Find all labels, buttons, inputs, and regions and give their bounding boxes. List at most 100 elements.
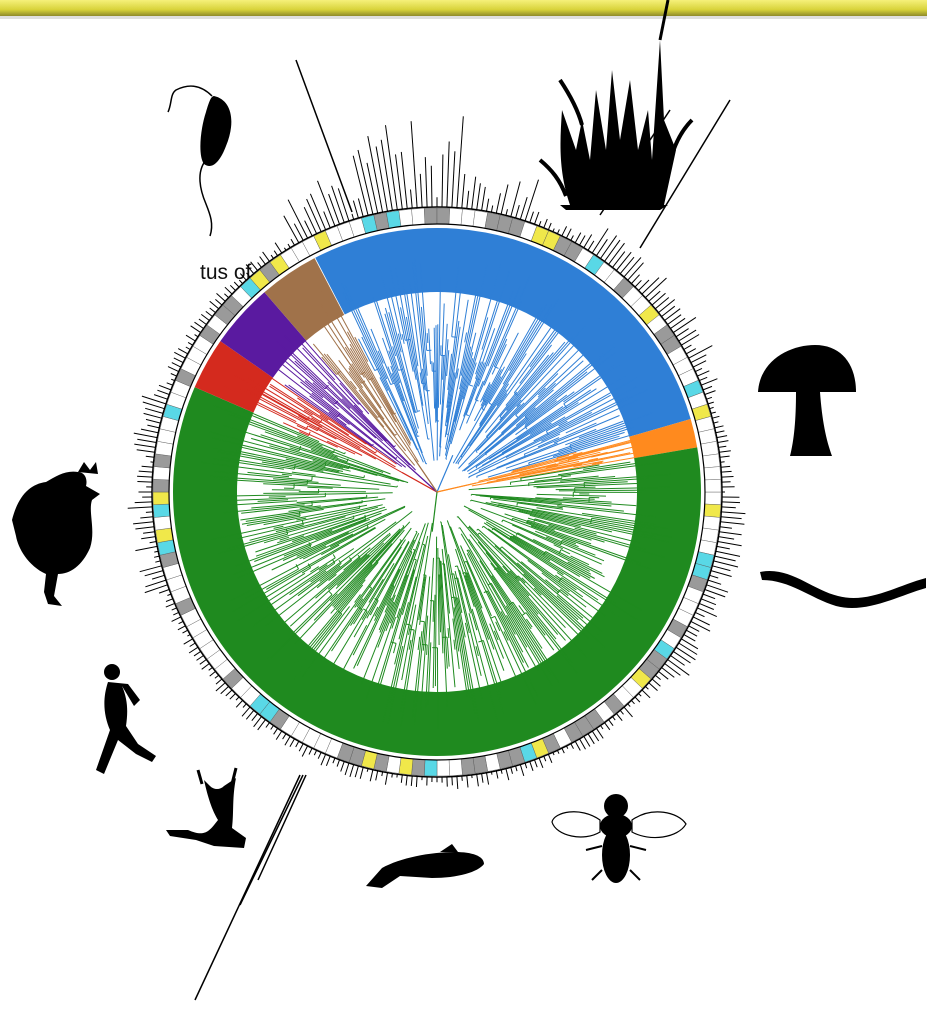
histogram-bar	[154, 395, 167, 400]
histogram-bar	[288, 200, 308, 238]
histogram-bar	[605, 723, 610, 730]
histogram-bar	[290, 739, 295, 747]
histogram-bar	[665, 309, 681, 321]
histogram-bar	[457, 776, 458, 789]
histogram-bar	[285, 736, 290, 745]
histogram-bar	[721, 517, 742, 519]
histogram-bar	[516, 766, 517, 771]
histogram-bar	[697, 371, 709, 376]
histogram-bar	[686, 349, 696, 354]
histogram-bar	[210, 308, 216, 313]
histogram-bar	[135, 502, 153, 503]
ring-segment	[701, 441, 719, 456]
ring-segment	[153, 504, 170, 517]
histogram-bar	[142, 466, 154, 467]
histogram-bar	[659, 300, 675, 313]
histogram-bar	[689, 626, 700, 632]
ring-segment	[703, 454, 720, 468]
histogram-bar	[266, 723, 270, 728]
histogram-bar	[635, 280, 641, 287]
histogram-bar	[452, 151, 455, 207]
histogram-bar	[699, 603, 714, 609]
ring-segment	[412, 208, 425, 225]
histogram-bar	[467, 191, 469, 209]
histogram-bar	[411, 776, 412, 786]
histogram-bar	[155, 561, 160, 562]
histogram-bar	[141, 537, 155, 539]
ring-segment	[461, 209, 475, 226]
histogram-bar	[703, 594, 715, 599]
histogram-bar	[144, 413, 162, 418]
histogram-bar	[210, 301, 219, 309]
histogram-bar	[284, 216, 299, 243]
histogram-bar	[695, 368, 702, 371]
histogram-bar	[628, 263, 644, 281]
histogram-bar	[355, 766, 358, 777]
branch-connector	[476, 467, 477, 468]
histogram-bar	[333, 758, 335, 763]
branch	[263, 493, 318, 494]
histogram-bar	[252, 714, 258, 721]
histogram-bar	[274, 251, 277, 256]
histogram-bar	[516, 205, 520, 218]
histogram-bar	[338, 188, 349, 221]
histogram-bar	[137, 450, 155, 453]
histogram-bar	[420, 174, 422, 208]
histogram-bar	[202, 664, 210, 670]
histogram-bar	[225, 287, 232, 294]
histogram-bar	[352, 214, 354, 220]
histogram-bar	[596, 239, 607, 255]
worm-icon	[760, 571, 926, 608]
histogram-bar	[152, 575, 164, 579]
histogram-bar	[276, 731, 282, 740]
histogram-bar	[236, 700, 242, 707]
histogram-bar	[190, 643, 196, 647]
histogram-bar	[717, 436, 727, 438]
histogram-bar	[571, 744, 574, 749]
histogram-bar	[200, 660, 207, 665]
histogram-bar	[482, 774, 483, 783]
histogram-bar	[442, 155, 443, 208]
histogram-bar	[275, 243, 282, 253]
histogram-bar	[146, 456, 154, 457]
histogram-bar	[720, 522, 744, 525]
histogram-bar	[462, 174, 465, 208]
histogram-bar	[216, 679, 222, 684]
histogram-bar	[679, 330, 696, 341]
histogram-bar	[580, 236, 586, 246]
ring-segment	[437, 760, 450, 776]
histogram-bar	[719, 451, 731, 453]
histogram-bar	[701, 379, 717, 386]
histogram-bar	[631, 275, 639, 284]
histogram-bar	[530, 212, 534, 223]
histogram-bar	[166, 603, 175, 607]
histogram-bar	[128, 507, 153, 508]
histogram-bar	[135, 527, 154, 529]
histogram-bar	[635, 697, 640, 702]
histogram-bar	[385, 773, 387, 785]
histogram-bar	[620, 257, 634, 274]
histogram-bar	[134, 433, 157, 438]
histogram-bar	[258, 262, 262, 267]
histogram-bar	[321, 754, 326, 765]
fish-icon	[366, 844, 484, 888]
ring-segment	[461, 758, 475, 775]
histogram-bar	[133, 522, 154, 524]
histogram-bar	[721, 466, 730, 467]
histogram-bar	[171, 374, 177, 377]
histogram-bar	[271, 726, 274, 730]
histogram-bar	[681, 335, 699, 346]
branch	[427, 333, 428, 343]
histogram-bar	[717, 546, 730, 549]
grass-icon	[540, 0, 692, 210]
histogram-bar	[411, 190, 413, 209]
histogram-bar	[140, 566, 162, 572]
histogram-bar	[167, 383, 173, 385]
histogram-bar	[520, 765, 524, 776]
histogram-bar	[140, 517, 153, 518]
histogram-bar	[477, 183, 481, 210]
histogram-bar	[701, 599, 716, 605]
branch	[437, 324, 438, 460]
histogram-bar	[246, 265, 254, 274]
histogram-bar	[596, 728, 603, 738]
